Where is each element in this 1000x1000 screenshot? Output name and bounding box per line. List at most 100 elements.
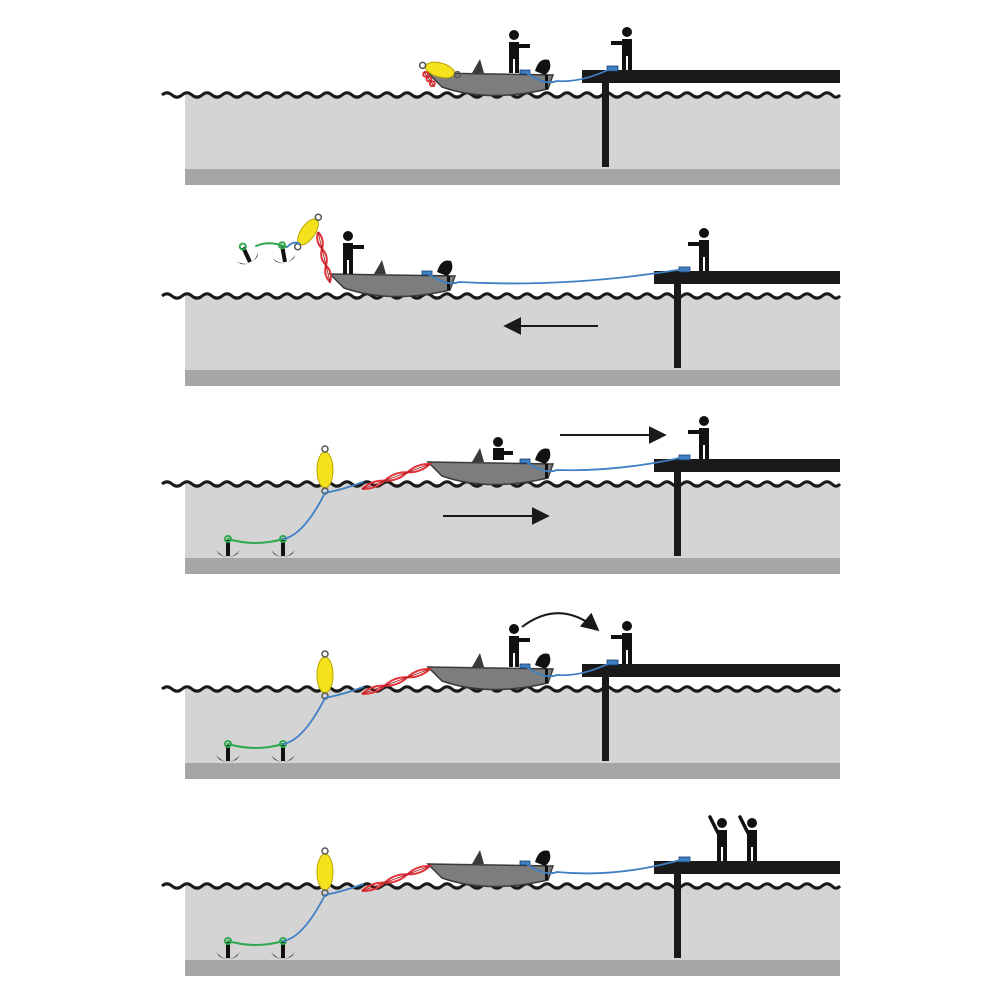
bow-bungee-line [361, 864, 433, 893]
person-leg-right [628, 55, 632, 70]
stern-dock-line [524, 661, 613, 678]
person-torso [622, 39, 632, 56]
anchor-chain-line [227, 940, 284, 946]
anchor-shank [226, 942, 230, 958]
person-on-dock [708, 815, 727, 861]
person-leg-right [753, 846, 757, 861]
person-head [717, 818, 727, 828]
buoy [418, 61, 462, 79]
outboard-motor [535, 448, 551, 464]
anchor-rode-line [286, 241, 301, 248]
person-head [699, 416, 709, 426]
boat-windshield [472, 448, 484, 462]
anchor-flukes [216, 550, 240, 557]
person-on-dock [688, 416, 709, 459]
anchor-rode-line [282, 894, 326, 942]
person-head [747, 818, 757, 828]
anchor-shank [281, 745, 285, 761]
anchor-shank [226, 540, 230, 556]
person-on-dock [611, 621, 632, 664]
dock-piling [674, 469, 681, 556]
bungee-core [361, 865, 431, 892]
anchor-shank [226, 745, 230, 761]
person-leg-right [515, 652, 519, 667]
boat-windshield [472, 59, 484, 73]
anchor-chain-line [227, 538, 284, 544]
buoy-eye-top [321, 847, 329, 855]
anchor-shank [281, 540, 285, 556]
person-on-boat [509, 30, 530, 73]
panel-step-2 [161, 213, 842, 386]
person-torso [509, 636, 519, 653]
anchor-flukes [216, 755, 240, 762]
seabed [185, 558, 840, 574]
mooring-buoy [418, 61, 462, 79]
person-arm [503, 451, 513, 455]
anchor-primary [236, 242, 259, 265]
person-leg-right [515, 58, 519, 73]
person-arm [611, 41, 623, 45]
anchor-flukes [271, 755, 295, 762]
person-head [622, 621, 632, 631]
buoy-body [316, 451, 334, 489]
person-on-dock [611, 27, 632, 70]
bow-bungee-line [316, 231, 332, 284]
person-head [509, 30, 519, 40]
person-on-boat [509, 624, 530, 667]
anchor [236, 242, 259, 265]
person-arm [688, 242, 700, 246]
person-on-boat [343, 231, 364, 274]
buoy-to-bungee-line [324, 686, 364, 699]
boat-windshield [472, 653, 484, 667]
person-leg-left [747, 846, 751, 861]
person-on-dock [688, 228, 709, 271]
boat-hull [426, 863, 555, 888]
dock-piling [674, 871, 681, 958]
person-leg-left [509, 652, 513, 667]
person-torso [509, 42, 519, 59]
seabed [185, 169, 840, 185]
person-torso [699, 240, 709, 257]
person-leg-right [723, 846, 727, 861]
person-torso [343, 243, 353, 260]
stern-dock-line [524, 858, 685, 875]
person-head [493, 437, 503, 447]
outboard-motor [535, 850, 551, 866]
panel-step-1 [161, 27, 842, 185]
anchor-chain-line [255, 242, 287, 248]
anchor-rode-line [282, 492, 326, 540]
person-on-dock [738, 815, 757, 861]
seabed [185, 960, 840, 976]
bow-bungee-line [361, 667, 433, 696]
person-leg-right [628, 649, 632, 664]
anchor-rode-line [282, 697, 326, 745]
dock-piling [602, 674, 609, 761]
person-leg-left [622, 55, 626, 70]
boat-windshield [374, 260, 386, 274]
buoy-eye-top [321, 650, 329, 658]
dock-deck [582, 664, 840, 677]
person-arm [518, 638, 530, 642]
anchor-flukes [216, 952, 240, 959]
anchor-chain-line [227, 743, 284, 749]
mooring-buoy [316, 847, 334, 897]
buoy-eye-top [321, 445, 329, 453]
bungee-core [361, 463, 431, 490]
bungee-core [317, 231, 331, 283]
bow-bungee-line [422, 70, 436, 88]
person-leg-right [349, 259, 353, 274]
mooring-buoy [316, 650, 334, 700]
person-arm [352, 245, 364, 249]
person-torso [699, 428, 709, 445]
bow-bungee-line [361, 462, 433, 491]
person-leg-left [699, 256, 703, 271]
panel-step-5 [161, 815, 842, 976]
stern-dock-line [524, 456, 685, 473]
anchor-secondary [272, 241, 296, 264]
boat-hull [426, 666, 555, 691]
person-arm [688, 430, 700, 434]
dock-deck [582, 70, 840, 83]
dock-deck [654, 861, 840, 874]
seated-person [493, 437, 513, 460]
